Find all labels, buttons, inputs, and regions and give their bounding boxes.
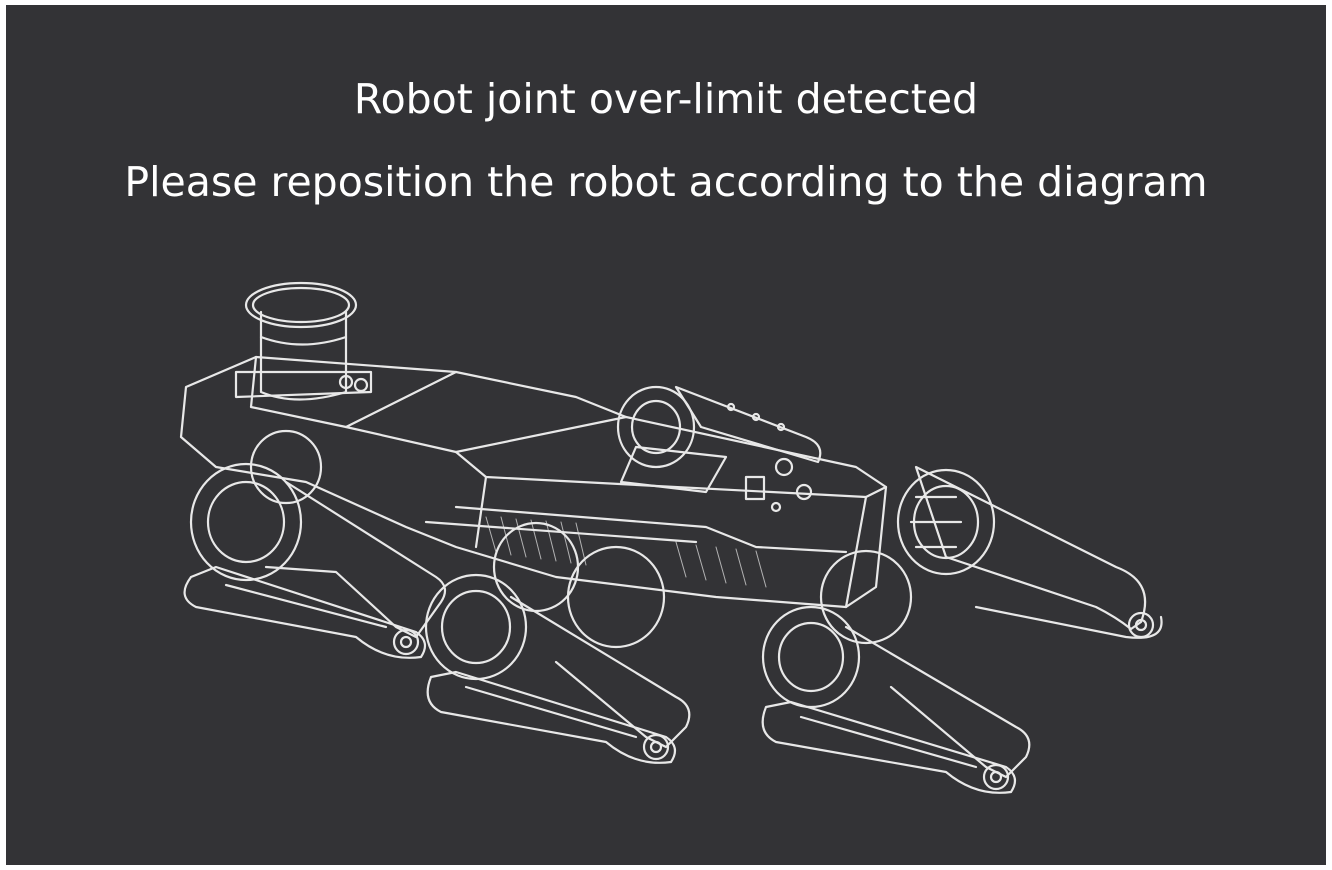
front-left-leg (183, 429, 447, 659)
rear-right-leg (896, 465, 1163, 639)
robot-body (179, 355, 888, 609)
robot-pose-diagram (156, 277, 1216, 797)
quadruped-robot-illustration (179, 281, 1163, 794)
over-limit-message: Robot joint over-limit detected (353, 75, 979, 123)
front-right-leg (616, 385, 822, 469)
reposition-instruction: Please reposition the robot according to… (124, 158, 1208, 206)
rear-left-leg (761, 549, 1031, 794)
lidar-sensor (234, 281, 373, 401)
joint-over-limit-dialog: Robot joint over-limit detected Please r… (6, 5, 1326, 865)
mid-left-leg (424, 521, 691, 764)
